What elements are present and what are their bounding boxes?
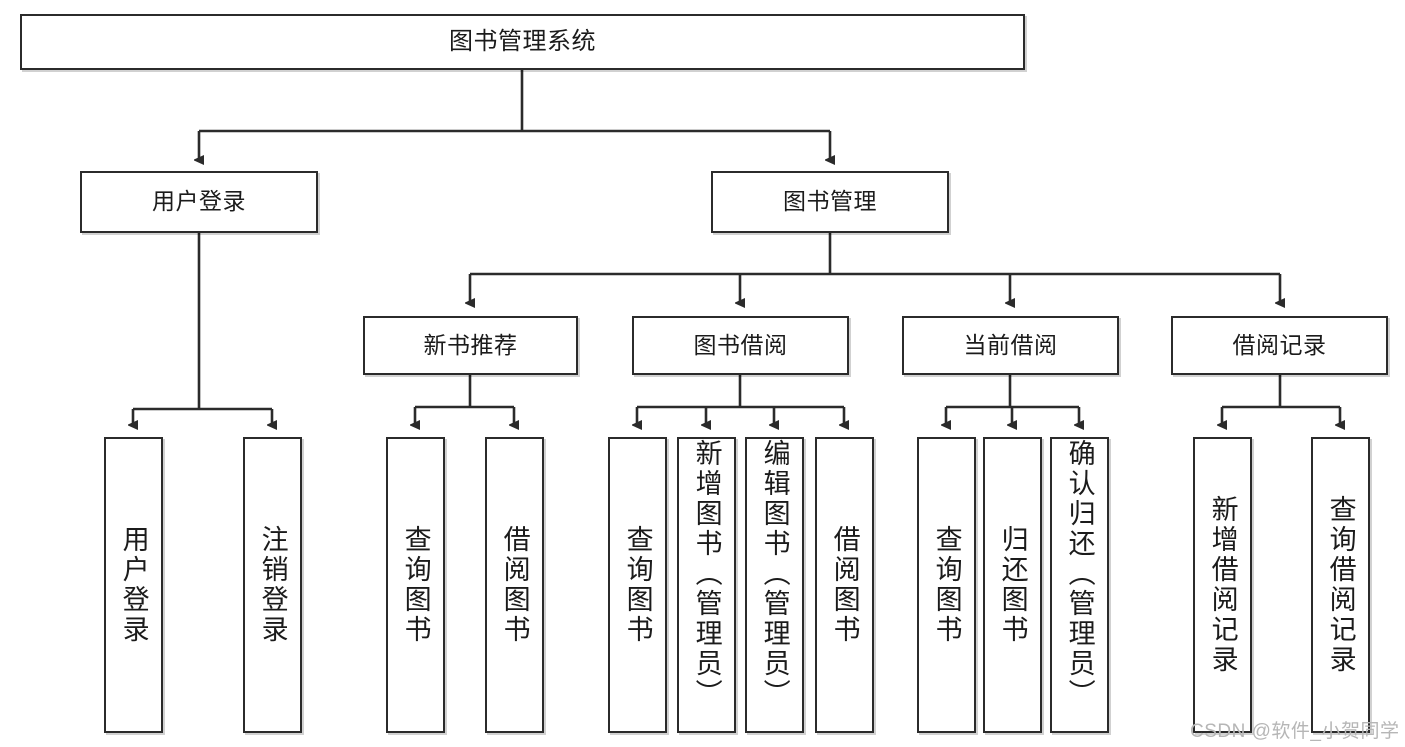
node-label: 当前借阅 xyxy=(963,331,1058,358)
node-label: 新增借阅记录 xyxy=(1207,495,1238,675)
leaf-book-borrow-edit[interactable]: 编辑图书（管理员） xyxy=(745,437,804,733)
node-label: 编辑图书（管理员） xyxy=(759,439,790,709)
node-new-book-recommend[interactable]: 新书推荐 xyxy=(363,316,578,375)
node-label: 归还图书 xyxy=(997,525,1028,645)
node-label: 查询图书 xyxy=(400,525,431,645)
leaf-book-borrow-borrow[interactable]: 借阅图书 xyxy=(815,437,874,733)
leaf-user-login-login[interactable]: 用户登录 xyxy=(104,437,163,733)
leaf-borrow-record-add[interactable]: 新增借阅记录 xyxy=(1193,437,1252,733)
node-label: 查询图书 xyxy=(931,525,962,645)
leaf-borrow-record-query[interactable]: 查询借阅记录 xyxy=(1311,437,1370,733)
node-label: 借阅记录 xyxy=(1232,331,1327,358)
node-label: 用户登录 xyxy=(118,525,149,645)
node-label: 图书管理系统 xyxy=(449,27,596,55)
leaf-new-book-borrow[interactable]: 借阅图书 xyxy=(485,437,544,733)
node-book-borrow[interactable]: 图书借阅 xyxy=(632,316,849,375)
watermark: CSDN @软件_小贺同学 xyxy=(1190,721,1400,742)
leaf-user-login-logout[interactable]: 注销登录 xyxy=(243,437,302,733)
node-label: 新增图书（管理员） xyxy=(691,439,722,709)
leaf-current-borrow-query[interactable]: 查询图书 xyxy=(917,437,976,733)
leaf-current-borrow-confirm-return[interactable]: 确认归还（管理员） xyxy=(1050,437,1109,733)
node-user-login[interactable]: 用户登录 xyxy=(80,171,318,233)
node-label: 查询图书 xyxy=(622,525,653,645)
leaf-current-borrow-return[interactable]: 归还图书 xyxy=(983,437,1042,733)
node-label: 借阅图书 xyxy=(499,525,530,645)
node-borrow-record[interactable]: 借阅记录 xyxy=(1171,316,1388,375)
node-current-borrow[interactable]: 当前借阅 xyxy=(902,316,1119,375)
node-label: 确认归还（管理员） xyxy=(1064,439,1095,709)
leaf-book-borrow-add[interactable]: 新增图书（管理员） xyxy=(677,437,736,733)
node-label: 借阅图书 xyxy=(829,525,860,645)
leaf-new-book-query[interactable]: 查询图书 xyxy=(386,437,445,733)
node-label: 查询借阅记录 xyxy=(1325,495,1356,675)
leaf-book-borrow-query[interactable]: 查询图书 xyxy=(608,437,667,733)
node-label: 新书推荐 xyxy=(423,331,518,358)
node-root[interactable]: 图书管理系统 xyxy=(20,14,1025,70)
node-book-management[interactable]: 图书管理 xyxy=(711,171,949,233)
node-label: 图书管理 xyxy=(783,188,877,215)
node-label: 图书借阅 xyxy=(693,331,788,358)
node-label: 用户登录 xyxy=(152,188,246,215)
node-label: 注销登录 xyxy=(257,525,288,645)
